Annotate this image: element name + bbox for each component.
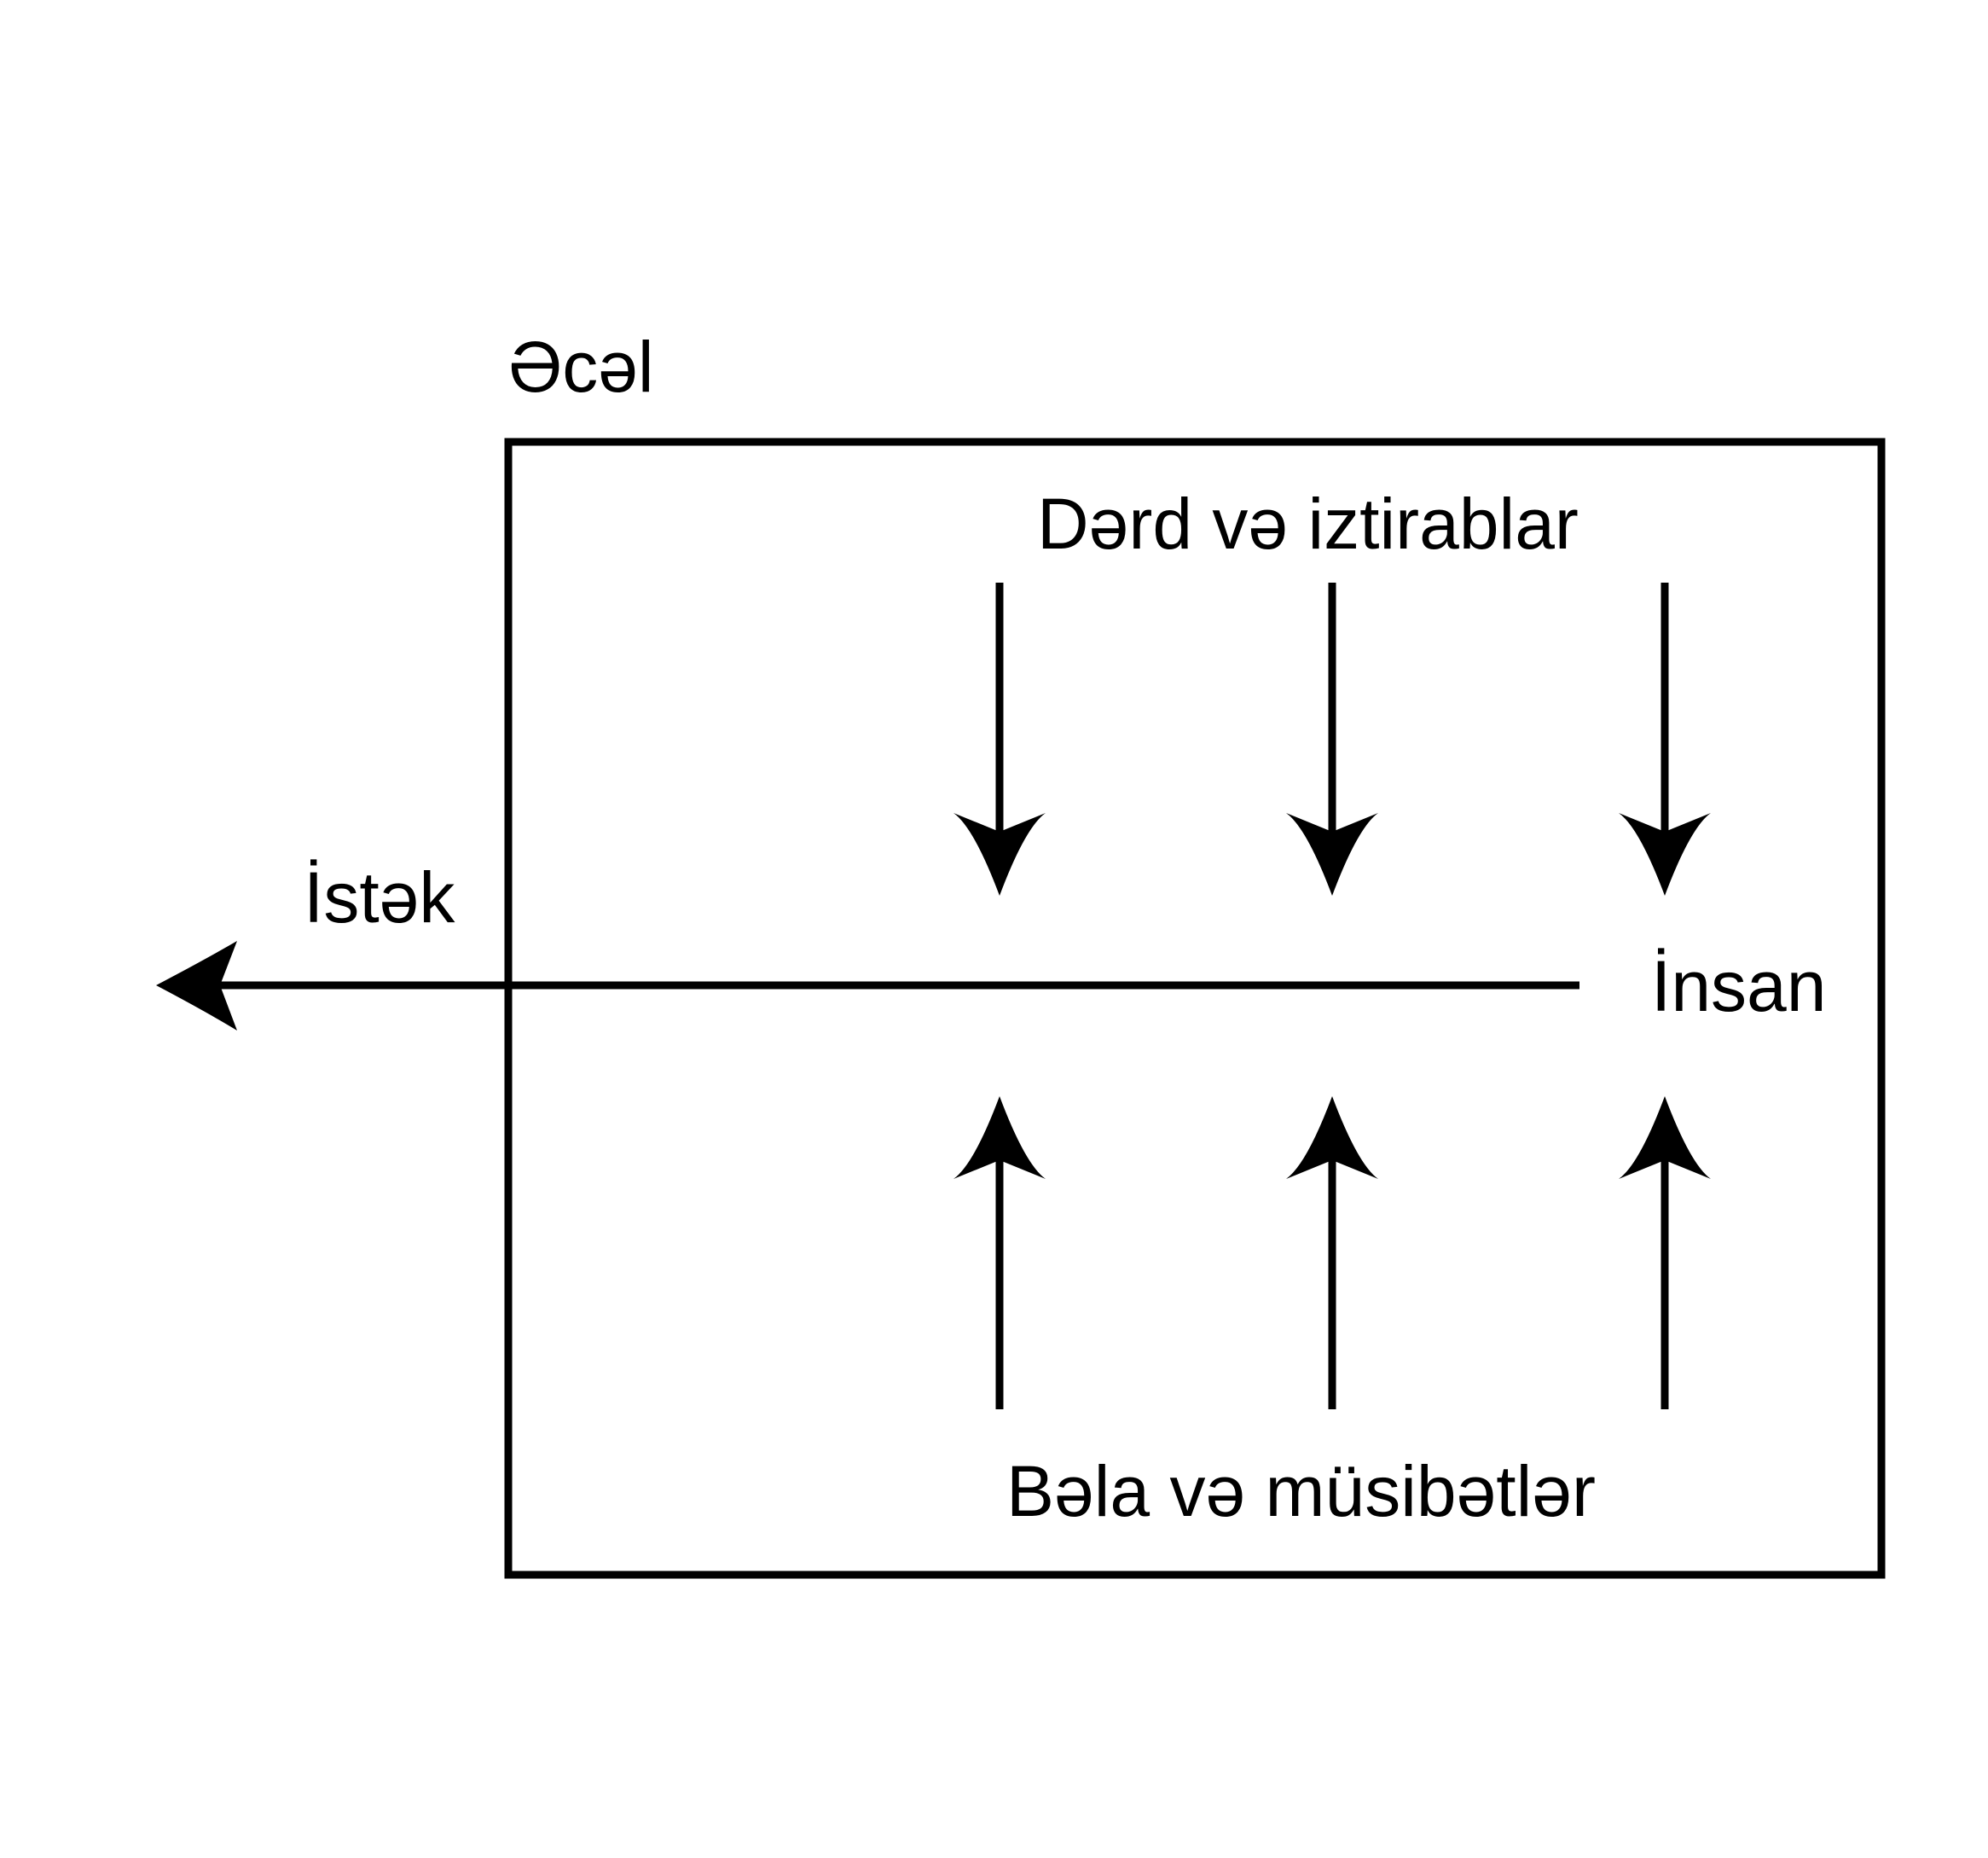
- down-arrows: [953, 583, 1711, 896]
- left-label: İstək: [304, 857, 455, 938]
- up-arrow-3: [1619, 1096, 1711, 1409]
- right-label: İnsan: [1651, 946, 1827, 1026]
- bottom-label: Bəla və müsibətlər: [1006, 1451, 1596, 1531]
- down-arrow-3: [1619, 583, 1711, 896]
- frame-label: Əcəl: [508, 327, 654, 407]
- frame-box: [504, 438, 1886, 1579]
- up-arrow-1: [953, 1096, 1046, 1409]
- top-label: Dərd və iztirablar: [1037, 484, 1579, 564]
- up-arrow-2: [1286, 1096, 1378, 1409]
- down-arrow-2: [1286, 583, 1378, 896]
- up-arrows: [953, 1096, 1711, 1409]
- desire-arrowhead: [156, 941, 237, 1031]
- down-arrow-1: [953, 583, 1046, 896]
